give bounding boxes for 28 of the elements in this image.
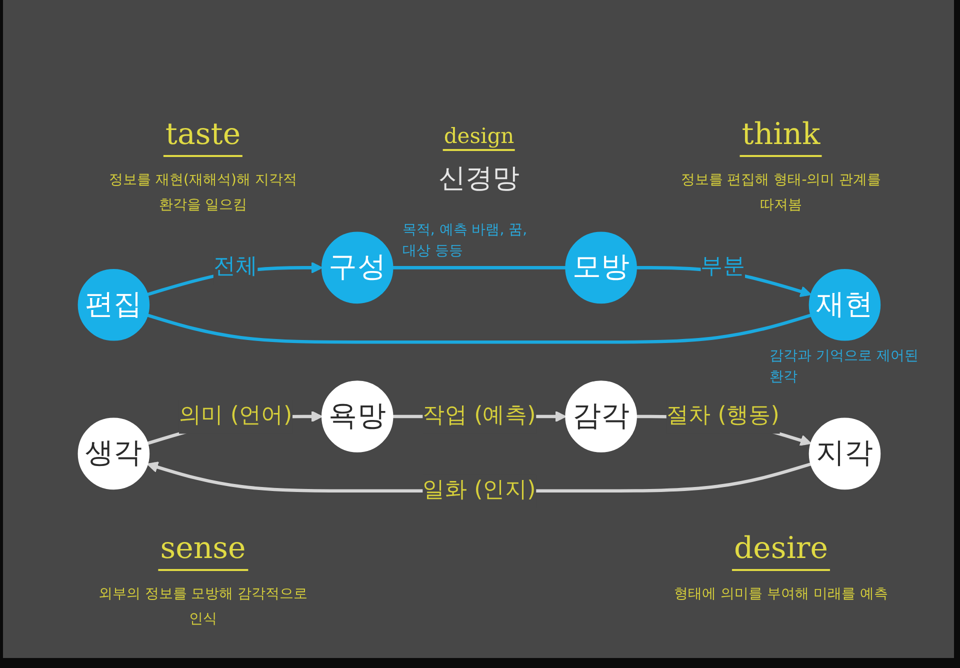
edge-label: 전체 xyxy=(213,254,258,280)
center-label: 신경망 xyxy=(438,162,520,196)
edge-label: 부분 xyxy=(700,254,745,280)
section-heading: desire xyxy=(732,532,830,570)
edge-label: 일화 (인지) xyxy=(422,476,536,503)
connector xyxy=(146,314,812,344)
node-circle: 욕망 xyxy=(321,380,394,452)
node-caption: 감각과 기억으로 제어된 환각 xyxy=(770,347,920,388)
description-text: 정보를 편집해 형태-의미 관계를 따져봄 xyxy=(680,171,882,216)
node-circle: 구성 xyxy=(321,232,394,304)
node-circle: 재현 xyxy=(808,269,880,341)
node-circle: 생각 xyxy=(78,418,150,490)
section-heading: think xyxy=(740,118,822,156)
edge-label: 의미 (언어) xyxy=(178,402,292,429)
description-text: 형태에 의미를 부여해 미래를 예측 xyxy=(673,585,889,604)
edge-label: 절차 (행동) xyxy=(666,402,780,429)
connector xyxy=(392,266,566,270)
center-heading: design xyxy=(442,124,516,152)
node-circle: 편집 xyxy=(78,269,150,341)
description-text: 외부의 정보를 모방해 감각적으로 인식 xyxy=(97,585,309,630)
node-circle: 지각 xyxy=(808,418,880,490)
section-heading: taste xyxy=(163,118,243,156)
section-heading: sense xyxy=(158,532,248,570)
edge-label: 작업 (예측) xyxy=(422,402,536,429)
description-text: 정보를 재현(재해석)해 지각적 환각을 일으킴 xyxy=(108,171,298,216)
node-circle: 감각 xyxy=(564,380,637,452)
node-caption: 목적, 예측 바램, 꿈, 대상 등등 xyxy=(402,220,528,261)
node-circle: 모방 xyxy=(564,232,637,304)
